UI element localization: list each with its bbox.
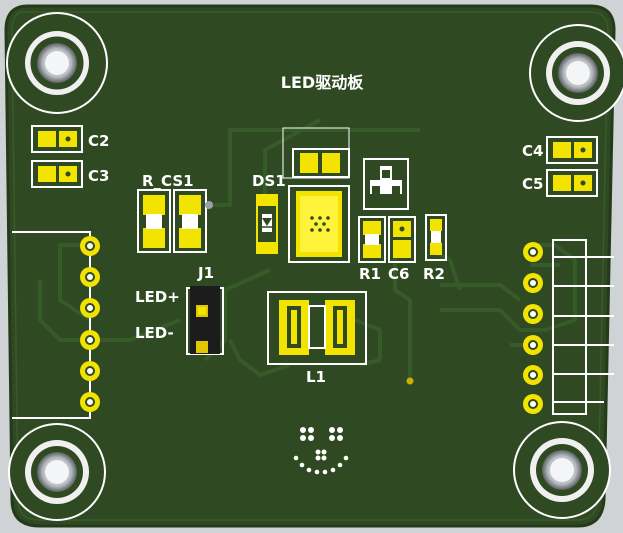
- label-led-plus: LED+: [135, 288, 180, 306]
- resistor-r-cs1: [137, 189, 213, 253]
- resistor-r1: [358, 216, 386, 263]
- mounting-hole-bottom-right-icon: [513, 421, 611, 519]
- capacitor-c4: [546, 136, 598, 164]
- capacitor-c2: [31, 125, 83, 153]
- label-c3: C3: [88, 167, 109, 185]
- label-ds1: DS1: [252, 172, 286, 190]
- smiley-logo-icon: [293, 427, 349, 475]
- via: [406, 377, 414, 385]
- label-l1: L1: [306, 368, 326, 386]
- label-led-minus: LED-: [135, 324, 174, 342]
- transistor-q1: [363, 158, 409, 210]
- copper-traces: [38, 118, 577, 380]
- header-right: [523, 239, 614, 415]
- mounting-hole-top-left-icon: [6, 12, 108, 114]
- label-c6: C6: [388, 265, 409, 283]
- capacitor-c6: [388, 216, 416, 263]
- mounting-hole-bottom-left-icon: [8, 423, 106, 521]
- label-r-cs1: R_CS1: [142, 172, 194, 190]
- resistor-r2: [425, 214, 447, 261]
- label-r2: R2: [423, 265, 445, 283]
- label-c5: C5: [522, 175, 543, 193]
- label-r1: R1: [359, 265, 381, 283]
- inductor-l1: [267, 291, 367, 365]
- ic-u1: [282, 127, 350, 263]
- diode-icon: [262, 218, 272, 226]
- label-c4: C4: [522, 142, 543, 160]
- diode-ds1: [256, 194, 278, 254]
- capacitor-c5: [546, 169, 598, 197]
- board-title: LED驱动板: [281, 73, 364, 92]
- pcb-board: [4, 4, 616, 528]
- mounting-hole-top-right-icon: [529, 24, 623, 122]
- capacitor-c3: [31, 160, 83, 188]
- label-c2: C2: [88, 132, 109, 150]
- connector-j1: [186, 286, 224, 355]
- header-left: [12, 231, 100, 419]
- label-j1: J1: [197, 264, 214, 282]
